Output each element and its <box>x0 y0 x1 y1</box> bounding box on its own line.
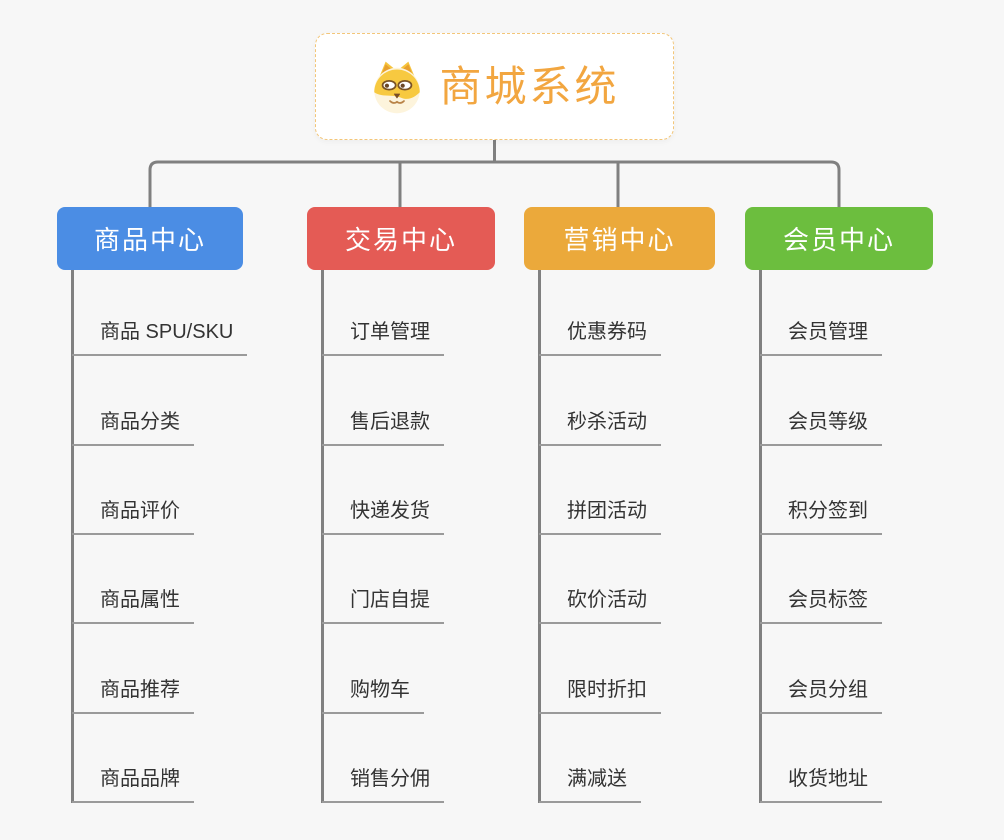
tree-item[interactable]: 商品推荐 <box>72 677 194 714</box>
tree-item[interactable]: 售后退款 <box>322 409 444 446</box>
tree-item[interactable]: 秒杀活动 <box>539 409 661 446</box>
tree-item[interactable]: 门店自提 <box>322 587 444 624</box>
tree-item[interactable]: 销售分佣 <box>322 766 444 803</box>
tree-item[interactable]: 优惠券码 <box>539 319 661 356</box>
dog-face-icon <box>374 61 421 113</box>
tree-item[interactable]: 会员等级 <box>760 409 882 446</box>
tree-item[interactable]: 积分签到 <box>760 498 882 535</box>
tree-item[interactable]: 商品评价 <box>72 498 194 535</box>
branch-trunk-line <box>71 270 74 803</box>
branch-trunk-line <box>321 270 324 803</box>
branch-product-center[interactable]: 商品中心 <box>57 207 243 270</box>
tree-item[interactable]: 商品品牌 <box>72 766 194 803</box>
tree-item[interactable]: 砍价活动 <box>539 587 661 624</box>
tree-item[interactable]: 购物车 <box>322 677 424 714</box>
tree-item[interactable]: 限时折扣 <box>539 677 661 714</box>
tree-item[interactable]: 会员标签 <box>760 587 882 624</box>
root-title: 商城系统 <box>439 62 620 110</box>
branch-trunk-line <box>538 270 541 803</box>
tree-item[interactable]: 商品属性 <box>72 587 194 624</box>
branch-trade-center[interactable]: 交易中心 <box>307 207 495 270</box>
tree-item[interactable]: 商品 SPU/SKU <box>72 319 248 356</box>
tree-item[interactable]: 会员分组 <box>760 677 882 714</box>
branch-trunk-line <box>759 270 762 803</box>
branch-member-center[interactable]: 会员中心 <box>745 207 933 270</box>
tree-item[interactable]: 订单管理 <box>322 319 444 356</box>
tree-item[interactable]: 满减送 <box>539 766 641 803</box>
tree-item[interactable]: 商品分类 <box>72 409 194 446</box>
root-node[interactable]: 商城系统 <box>315 33 674 140</box>
tree-item[interactable]: 快递发货 <box>322 498 444 535</box>
tree-item[interactable]: 收货地址 <box>760 766 882 803</box>
tree-item[interactable]: 会员管理 <box>760 319 882 356</box>
branch-marketing-center[interactable]: 营销中心 <box>524 207 715 270</box>
tree-item[interactable]: 拼团活动 <box>539 498 661 535</box>
